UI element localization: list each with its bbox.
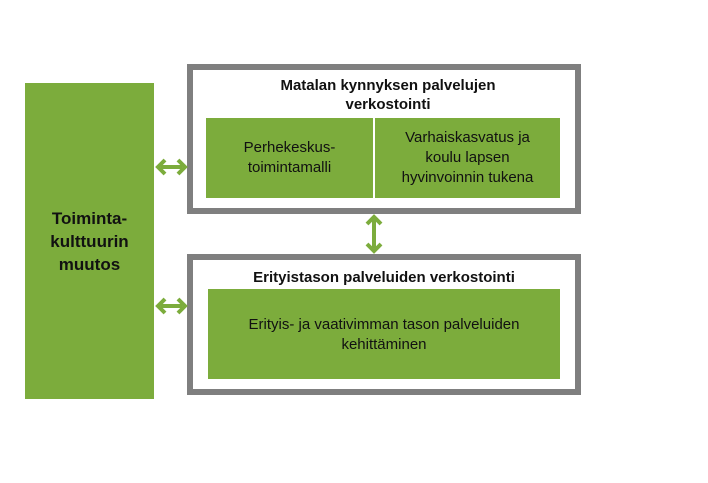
vertical-double-arrow-icon — [365, 214, 383, 254]
special-level-title: Erityistason palveluiden verkostointi — [253, 269, 515, 286]
special-services-box: Erityis- ja vaativimman tason palveluide… — [208, 289, 560, 379]
family-center-box: Perhekeskus- toimintamalli — [206, 118, 373, 198]
early-education-box: Varhaiskasvatus ja koulu lapsen hyvinvoi… — [375, 118, 560, 198]
low-threshold-title: Matalan kynnyksen palvelujen verkostoint… — [280, 77, 496, 113]
culture-change-label: Toiminta- kulttuurin muutos — [50, 208, 129, 274]
double-arrow-icon-bottom — [155, 297, 188, 315]
double-arrow-icon-top — [155, 158, 188, 176]
culture-change-box: Toiminta- kulttuurin muutos — [25, 83, 154, 399]
